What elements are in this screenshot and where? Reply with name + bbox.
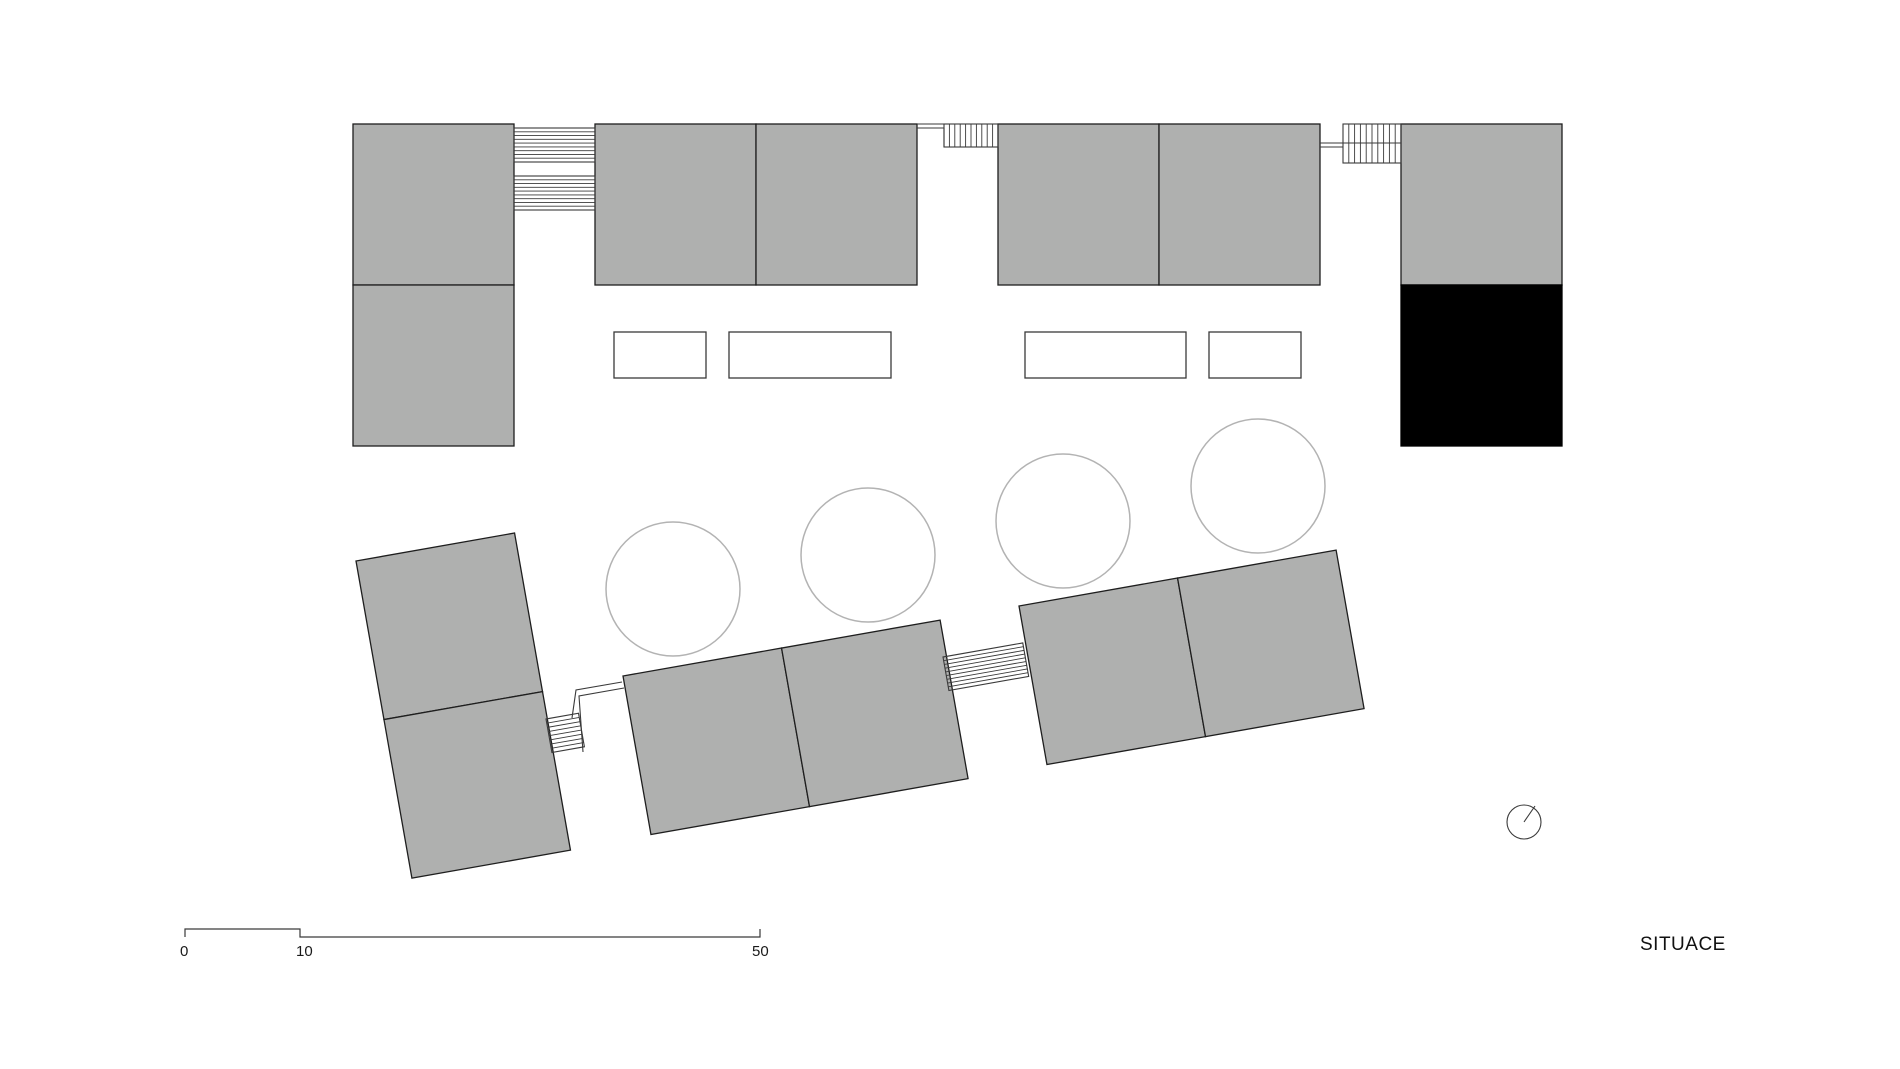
trees bbox=[605, 418, 1326, 657]
tree-2 bbox=[800, 487, 936, 623]
stair-lower-2 bbox=[942, 642, 1030, 692]
stair-bridge-1-lower bbox=[513, 175, 596, 211]
building-upper-2b bbox=[755, 123, 918, 286]
building-upper-3a bbox=[997, 123, 1160, 286]
pavilion-3 bbox=[1024, 331, 1187, 379]
outlined-pavilions bbox=[613, 331, 1302, 379]
building-upper-1a bbox=[352, 123, 515, 286]
scale-label-0: 0 bbox=[180, 943, 188, 960]
building-lower-3b bbox=[1176, 549, 1365, 738]
scale-label-10: 10 bbox=[296, 943, 313, 960]
scale-bar: 0 10 50 bbox=[180, 928, 769, 960]
building-upper-4a bbox=[1400, 123, 1563, 286]
upper-building-row bbox=[352, 123, 1563, 447]
lower-building-row bbox=[355, 532, 1365, 879]
building-lower-2b bbox=[780, 619, 969, 808]
walkway-lower-1 bbox=[571, 681, 625, 753]
tree-3 bbox=[995, 453, 1131, 589]
building-upper-2a bbox=[594, 123, 757, 286]
north-arrow-icon bbox=[1506, 804, 1542, 840]
building-upper-1b bbox=[352, 284, 515, 447]
building-upper-4b-highlighted bbox=[1400, 284, 1563, 447]
scale-label-50: 50 bbox=[752, 943, 769, 960]
tree-4 bbox=[1190, 418, 1326, 554]
pavilion-2 bbox=[728, 331, 892, 379]
walkway-3-4 bbox=[1320, 123, 1402, 164]
walkway-2-3 bbox=[917, 123, 999, 148]
tree-1 bbox=[605, 521, 741, 657]
building-lower-1b bbox=[383, 690, 572, 879]
building-lower-1a bbox=[355, 532, 544, 721]
building-lower-3a bbox=[1018, 577, 1207, 766]
pavilion-1 bbox=[613, 331, 707, 379]
stair-bridge-1-upper bbox=[513, 127, 596, 163]
building-lower-2a bbox=[622, 647, 811, 836]
building-upper-3b bbox=[1158, 123, 1321, 286]
drawing-title: SITUACE bbox=[1640, 934, 1726, 955]
pavilion-4 bbox=[1208, 331, 1302, 379]
upper-bridges bbox=[513, 123, 1402, 211]
